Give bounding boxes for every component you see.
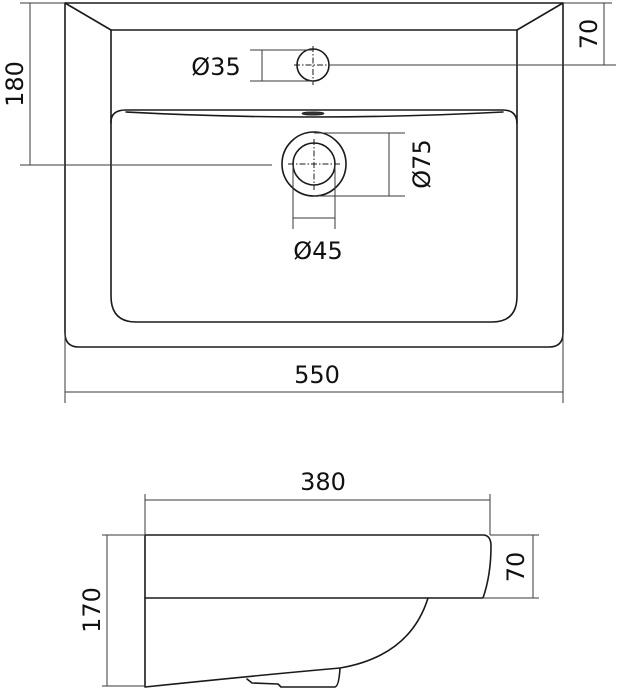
- chamfer-left: [64, 2, 112, 31]
- basin-bowl: [110, 109, 518, 323]
- dim-label-70-top: 70: [575, 19, 603, 50]
- dim-label-180: 180: [1, 61, 29, 107]
- dim-label-170: 170: [78, 587, 106, 633]
- side-view-rim: [144, 534, 492, 599]
- dim-label-70-side: 70: [502, 552, 530, 583]
- top-view-inner-backsplash: [110, 29, 518, 124]
- dim-label-d45: Ø45: [293, 237, 342, 265]
- dim-label-d35: Ø35: [191, 53, 240, 81]
- dim-label-550: 550: [294, 361, 340, 389]
- faucet-hole: [296, 48, 330, 82]
- side-view-drain-foot: [246, 667, 341, 688]
- top-view: 180 70 Ø35 Ø75 Ø45 550: [1, 2, 616, 403]
- chamfer-right: [516, 2, 564, 31]
- dim-label-380: 380: [300, 468, 346, 496]
- overflow-slot: [301, 111, 325, 116]
- side-view: 380 170 70: [78, 468, 539, 688]
- basin-rim-lip: [125, 111, 504, 118]
- side-view-bowl: [144, 597, 429, 688]
- dim-label-d75: Ø75: [408, 139, 436, 188]
